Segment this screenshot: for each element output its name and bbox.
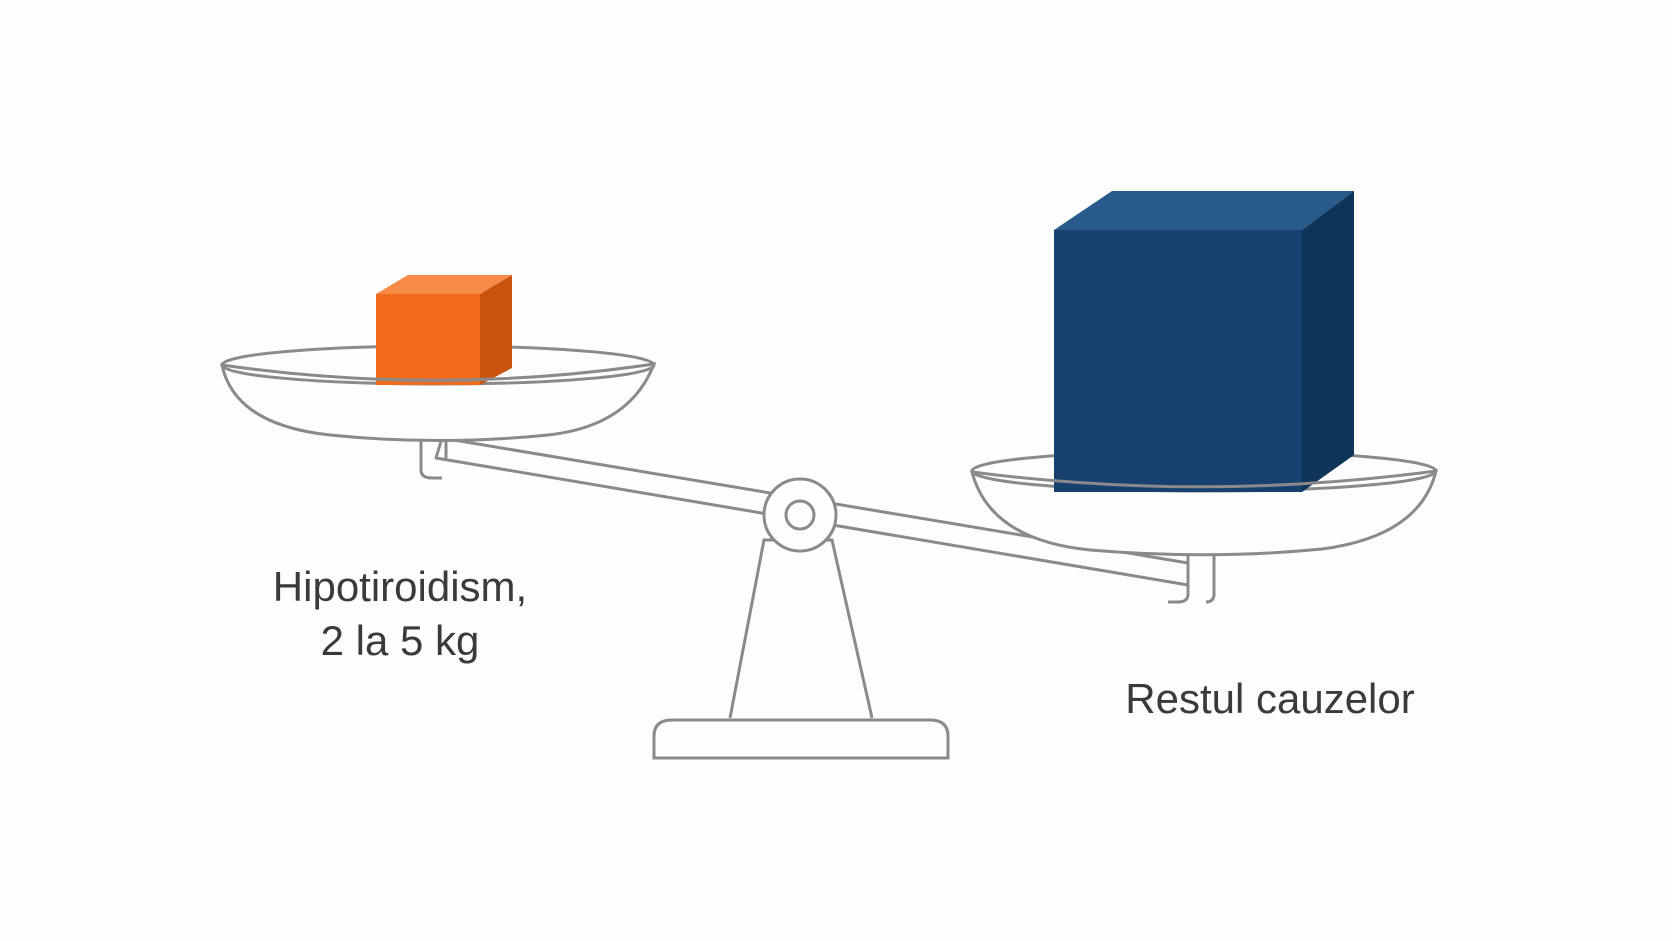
- pivot-inner-circle: [784, 499, 816, 531]
- right-post: [1168, 555, 1190, 604]
- left-block-side: [480, 275, 512, 385]
- left-label-line1: Hipotiroidism,: [272, 563, 528, 610]
- left-label-line2: 2 la 5 kg: [320, 617, 480, 664]
- right-block-top: [1054, 191, 1354, 230]
- scale-base-plate: [652, 718, 950, 760]
- scale-stand: [728, 538, 874, 719]
- right-block-side: [1302, 191, 1354, 492]
- left-block-top: [376, 275, 512, 294]
- scale-base: [652, 538, 950, 760]
- right-pan-front-rim: [971, 469, 1437, 489]
- right-block-front: [1054, 230, 1302, 492]
- left-label: Hipotiroidism, 2 la 5 kg: [220, 560, 580, 668]
- left-block-front: [376, 294, 480, 385]
- left-weight-block: [376, 275, 512, 385]
- left-post: [419, 440, 442, 480]
- pivot: [762, 477, 838, 553]
- right-weight-block: [1054, 191, 1354, 492]
- right-post-outer: [1205, 555, 1216, 604]
- left-pan-front-rim: [221, 362, 655, 382]
- right-label: Restul cauzelor: [1125, 675, 1415, 722]
